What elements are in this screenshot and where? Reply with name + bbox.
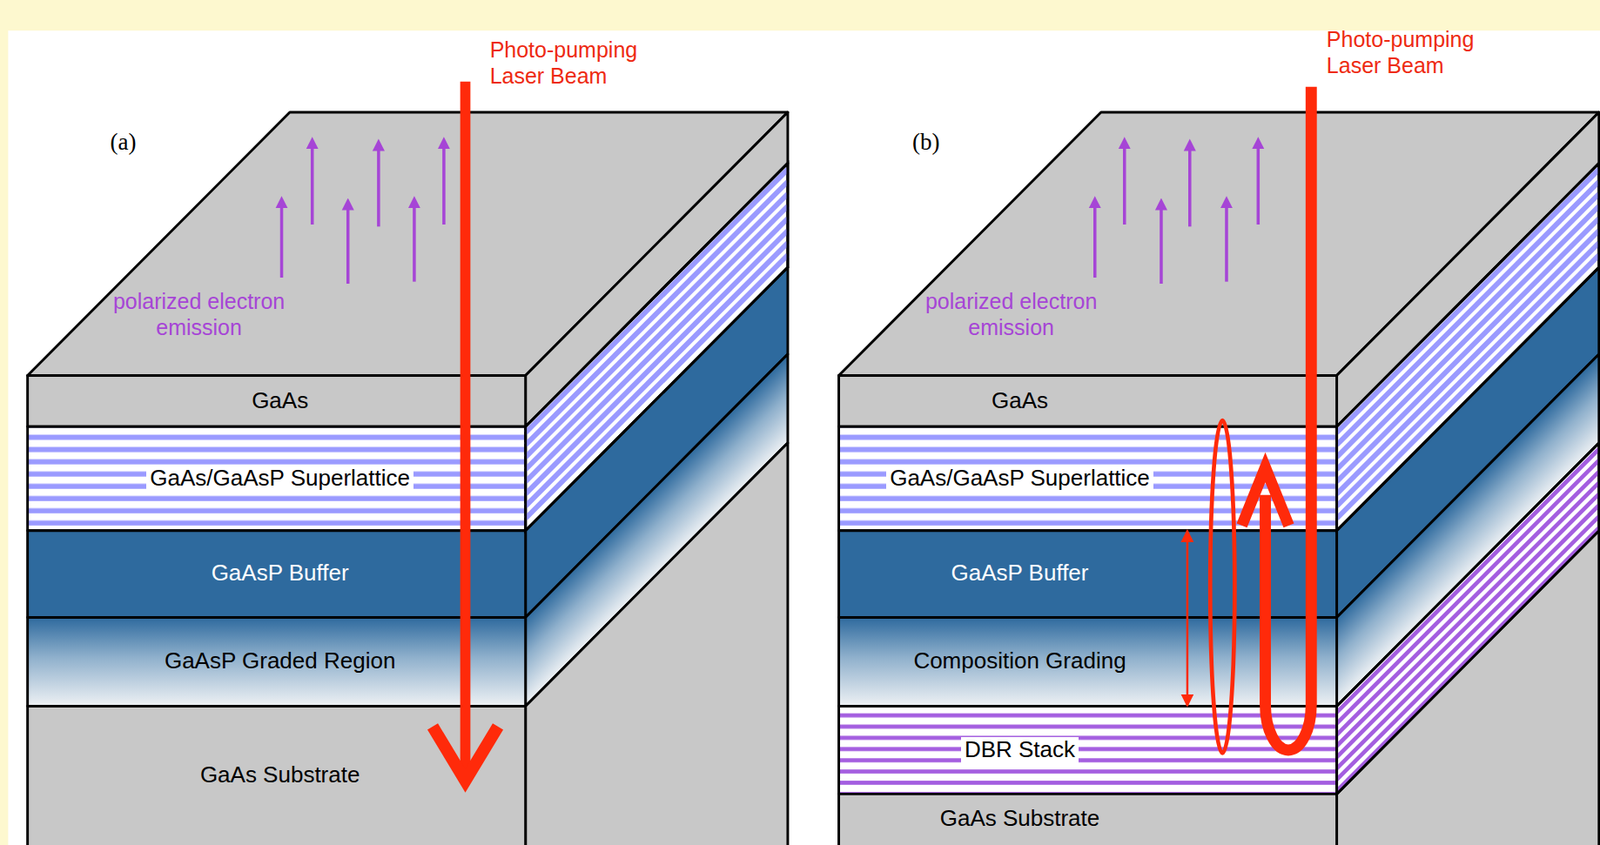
- layer-label: GaAs: [991, 388, 1049, 415]
- layer-box: Composition Grading: [839, 617, 1338, 706]
- layer-box: GaAs Substrate: [839, 793, 1338, 845]
- layer-label: GaAsP Buffer: [950, 560, 1089, 587]
- layer-box: GaAs: [27, 375, 526, 427]
- layer-label: DBR Stack: [961, 737, 1079, 764]
- emission-label: polarized electron emission: [925, 289, 1097, 340]
- layer-label: GaAs/GaAsP Superlattice: [886, 465, 1154, 492]
- laser-label-box: Photo-pumping Laser Beam: [1326, 26, 1521, 79]
- layer-label: GaAs Substrate: [200, 762, 361, 789]
- layer-box: GaAsP Buffer: [27, 531, 526, 619]
- layer-box: GaAs/GaAsP Superlattice: [27, 426, 526, 532]
- layer-label: Composition Grading: [913, 648, 1126, 675]
- panel-label-box: (a): [110, 127, 172, 156]
- layer-label: GaAs Substrate: [940, 806, 1101, 833]
- layer-label: GaAs/GaAsP Superlattice: [146, 465, 414, 492]
- laser-label: Photo-pumping Laser Beam: [1326, 26, 1475, 78]
- layer-box: GaAsP Buffer: [839, 531, 1338, 619]
- layer-label: GaAsP Buffer: [211, 560, 350, 587]
- layer-box: GaAs/GaAsP Superlattice: [839, 426, 1338, 532]
- block-a: [27, 112, 788, 845]
- layer-box: DBR Stack: [839, 705, 1338, 794]
- layer-box: GaAs Substrate: [27, 705, 526, 845]
- emission-label-box: polarized electron emission: [73, 288, 324, 341]
- panel-label: (a): [110, 128, 137, 155]
- block-b: [839, 112, 1600, 845]
- electron-arrows: [282, 142, 1259, 284]
- laser-beams: [432, 81, 1311, 781]
- emission-label-box: polarized electron emission: [885, 288, 1137, 341]
- layer-box: GaAs: [839, 375, 1338, 427]
- panel-label: (b): [912, 128, 940, 155]
- laser-label-box: Photo-pumping Laser Beam: [490, 36, 685, 89]
- laser-label: Photo-pumping Laser Beam: [490, 37, 639, 88]
- layer-label: GaAs: [251, 388, 309, 415]
- panel-label-box: (b): [912, 127, 974, 156]
- emission-label: polarized electron emission: [113, 289, 285, 340]
- layer-box: GaAsP Graded Region: [27, 617, 526, 706]
- reflection-arrow: [1186, 531, 1190, 707]
- layer-label: GaAsP Graded Region: [164, 648, 396, 675]
- side-stripes: [525, 163, 1600, 795]
